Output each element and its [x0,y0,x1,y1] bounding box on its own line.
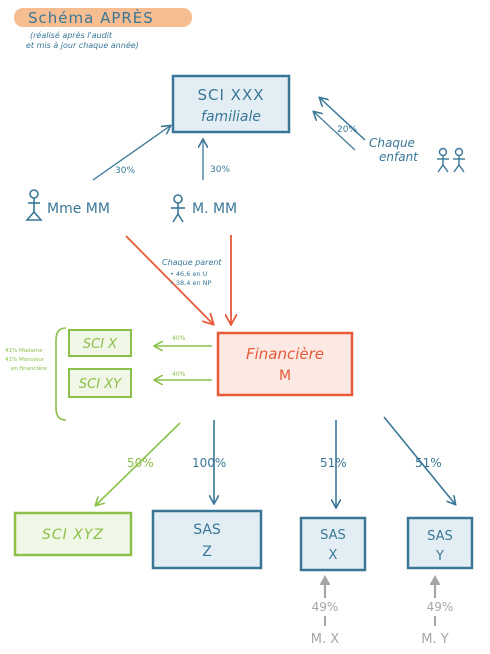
arrow-mme-to-sci [92,126,170,181]
sas-x-box [299,516,367,572]
financiere-line1: Financière [246,345,324,363]
mmm-pct: 30% [210,165,230,175]
my-label: M. Y [421,632,448,647]
sas-x-line2: X [329,548,338,563]
arrow-financiere-to-sci-xyz [96,422,181,505]
mmm-person-icon [171,194,185,223]
sas-z-pct: 100% [192,456,226,470]
sci-xyz-pct: 50% [127,456,154,470]
mme-pct: 30% [115,166,135,176]
arrow-enfant-to-sci-2 [314,112,356,151]
sci-xy-label: SCI XY [79,377,122,392]
financiere-box [216,331,354,397]
sci-x-box [68,329,132,357]
chaque-enfant-line1: Chaque [369,136,415,150]
green-note-line2: 41% Monsieur [5,357,45,363]
chaque-parent-item1: • 46,6 en U [170,270,208,278]
sci-x-pct: 40% [172,335,186,342]
arrow-financiere-to-sas-y [383,416,455,504]
sci-xyz-box [13,511,133,557]
sas-z-line1: SAS [193,522,221,538]
green-note-line1: 41% Madame [5,348,43,354]
sas-x-line1: SAS [320,528,346,543]
mx-label: M. X [311,632,339,647]
sci-familiale-box [171,74,291,134]
mx-pct: 49% [312,600,339,614]
green-note-line3: en financière [11,365,48,372]
financiere-line2: M [279,368,291,384]
sas-y-line1: SAS [427,529,453,544]
children-icon [437,147,465,173]
diagram-subtitle-line2: et mis à jour chaque année) [26,40,139,50]
chaque-parent-item2: • 38,4 en NP [170,279,211,287]
sas-y-pct: 51% [415,456,442,470]
diagram-title: Schéma APRÈS [28,8,154,27]
my-pct: 49% [427,600,454,614]
enfant-pct: 20% [337,125,357,135]
chaque-enfant-line2: enfant [379,150,419,164]
arrow-mme-to-financiere [125,235,213,324]
mmm-label: M. MM [192,201,237,217]
sas-y-box [406,516,474,570]
chaque-parent-title: Chaque parent [162,258,222,267]
arrow-enfant-to-sci [320,98,366,141]
sci-x-label: SCI X [83,337,118,352]
sci-familiale-line2: familiale [201,109,261,125]
sci-xy-pct: 40% [172,371,186,378]
sci-familiale-line1: SCI XXX [197,86,264,104]
sas-z-line2: Z [202,544,212,560]
mme-mm-label: Mme MM [47,201,110,217]
sas-z-box [151,509,263,570]
mme-person-icon [25,189,43,221]
green-brace [55,327,67,421]
title-highlight [14,8,192,27]
sas-x-pct: 51% [320,456,347,470]
sas-y-line2: Y [435,549,444,564]
sci-xyz-label: SCI XYZ [42,527,104,543]
diagram-subtitle-line1: (réalisé après l'audit [30,30,113,40]
sci-xy-box [68,368,132,398]
